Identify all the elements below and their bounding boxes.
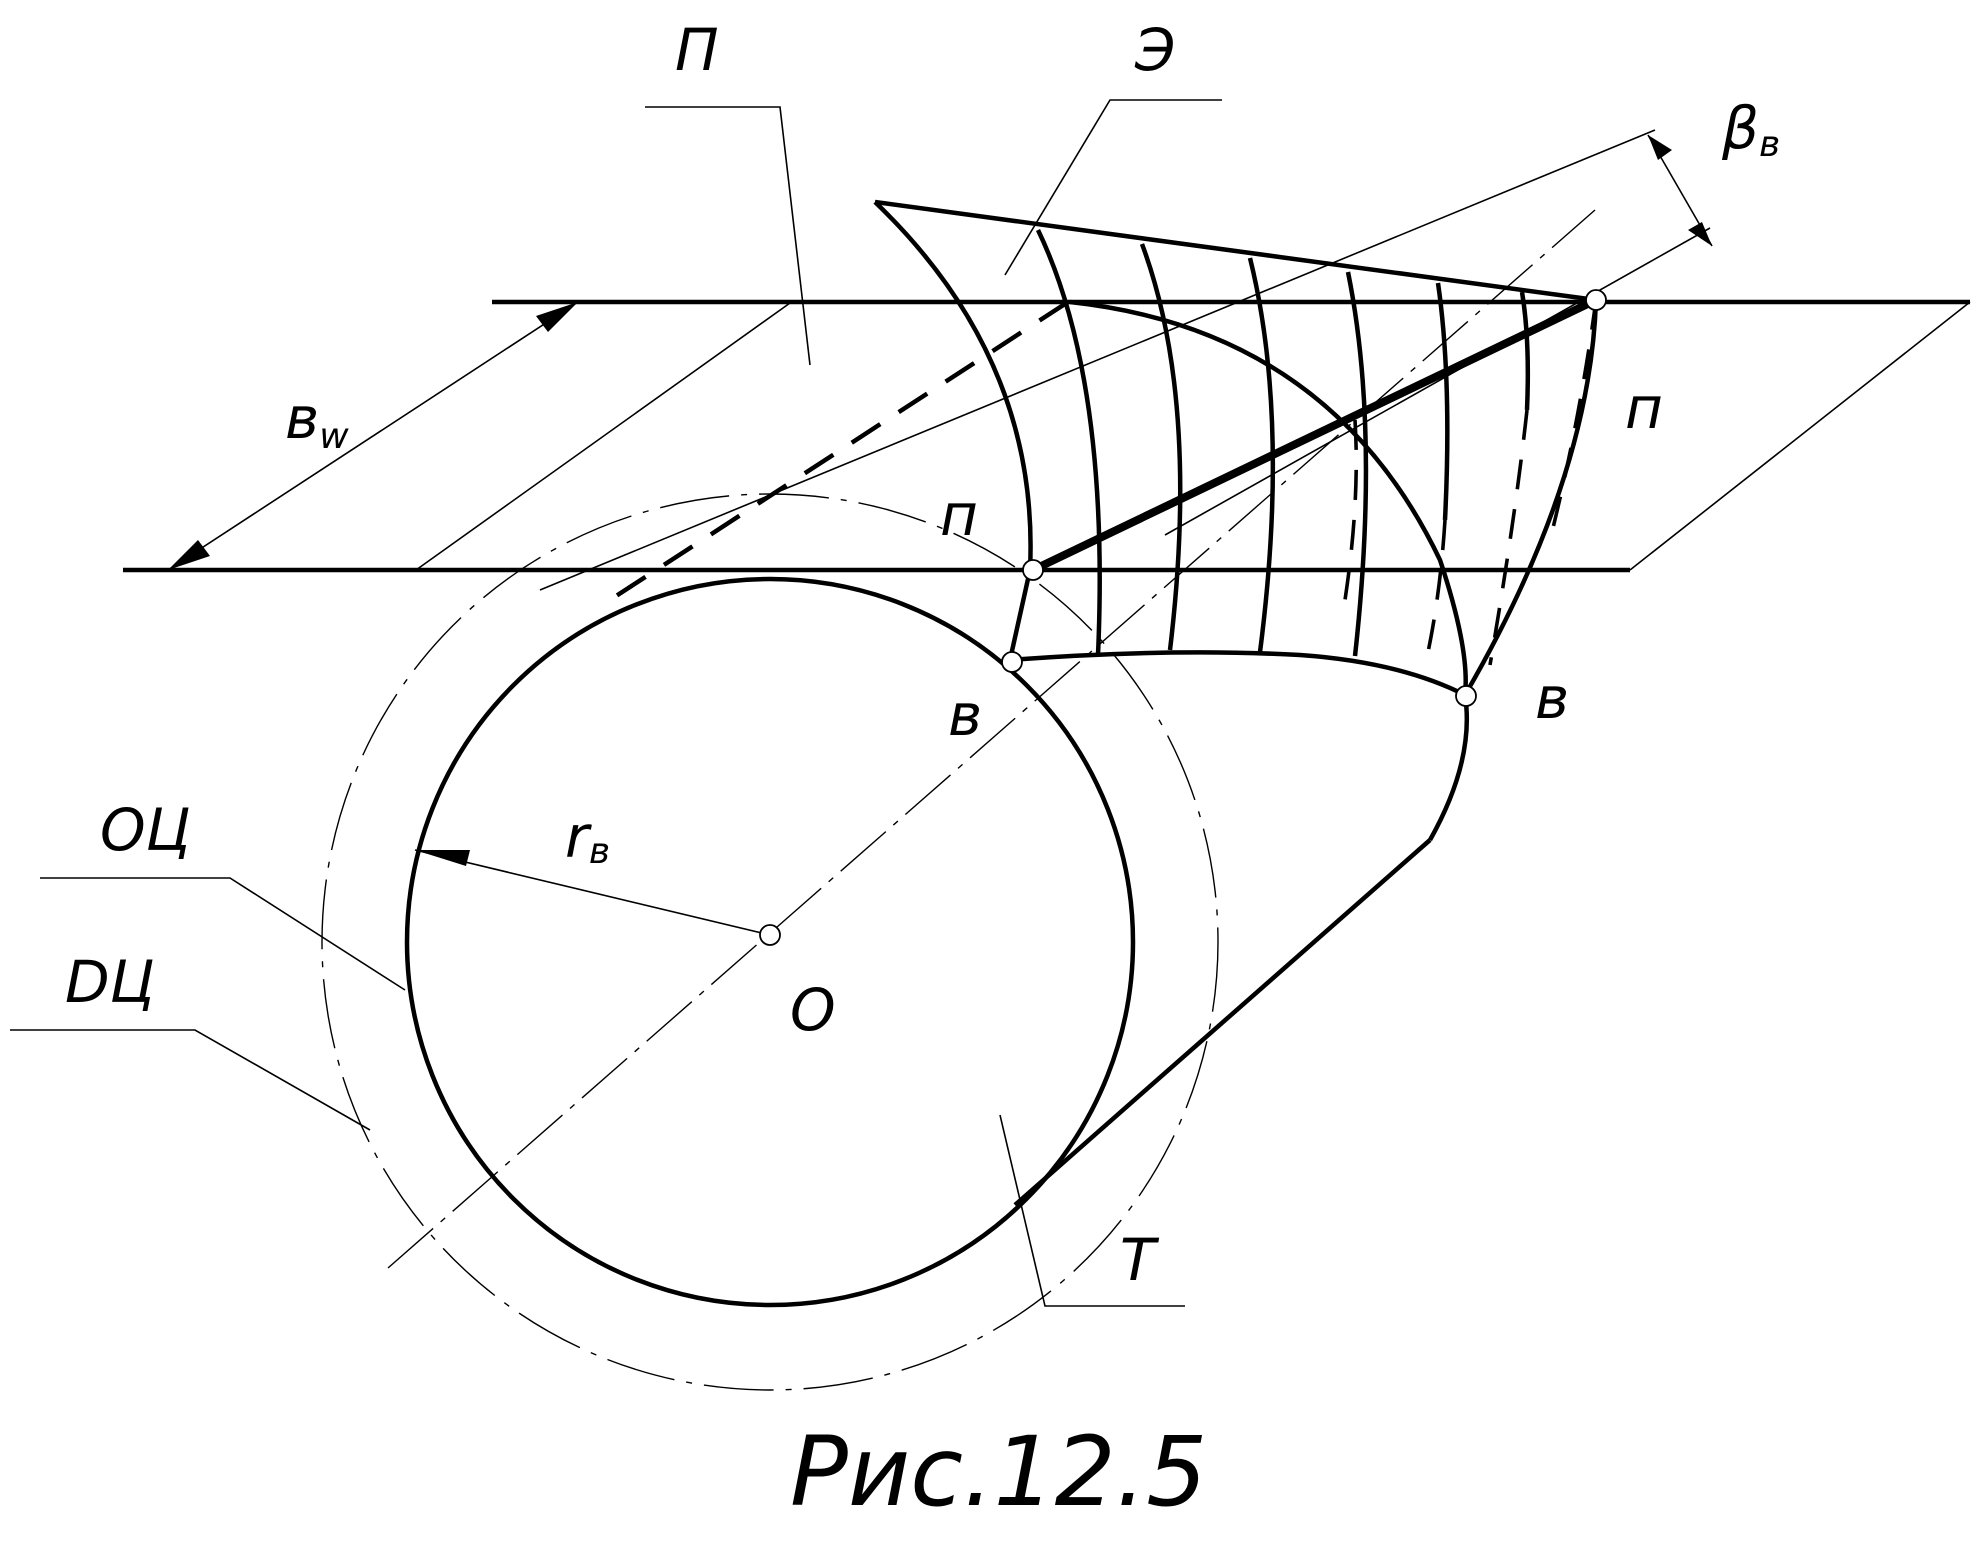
outer-circle (404, 576, 1136, 1308)
hidden-contact-line (608, 300, 1070, 602)
plane-right-edge (1629, 301, 1971, 571)
label-point-n-left: п (940, 481, 978, 549)
beta-arrow-upper (1648, 135, 1672, 160)
label-center-O: О (790, 976, 836, 1044)
main-axis-line (387, 209, 1596, 1269)
point-n-left (1022, 559, 1044, 581)
label-element-E: Э (1134, 16, 1176, 84)
helper-line-upper (539, 129, 1656, 591)
element-meridian-6-hidden (1488, 409, 1529, 666)
radius-line (414, 849, 771, 936)
point-b-right (1455, 685, 1477, 707)
body-right-lower (1013, 838, 1432, 1207)
element-meridian-1 (1035, 229, 1102, 656)
width-arrow-lower (168, 540, 210, 570)
element-meridian-4-hidden (1343, 419, 1359, 601)
width-dimension-line (167, 301, 579, 571)
leader-plane-P (645, 106, 811, 366)
label-plane-P: П (675, 16, 719, 84)
point-b-left (1001, 651, 1023, 673)
body-right-upper (1428, 694, 1470, 842)
label-circle-DC: DЦ (65, 948, 155, 1016)
figure-caption: Рис.12.5 (790, 1416, 1207, 1528)
contact-curve (1069, 299, 1468, 696)
label-body-T: Т (1120, 1226, 1160, 1294)
element-bottom-edge (1009, 650, 1467, 698)
leader-circle-DC (10, 1029, 371, 1131)
element-meridian-5-hidden (1423, 519, 1447, 667)
label-radius: rв (565, 803, 610, 872)
element-left-edge (873, 200, 1033, 661)
leader-circle-OC (40, 877, 406, 991)
element-meridian-5 (1435, 282, 1450, 521)
element-meridian-3 (1247, 257, 1276, 653)
point-n-right (1585, 289, 1607, 311)
leader-element-E (1004, 99, 1222, 276)
helper-line-lower (1164, 227, 1711, 536)
leader-body-T (999, 1114, 1185, 1307)
element-right-edge (1463, 299, 1599, 697)
beta-arrow-lower (1688, 222, 1712, 246)
element-meridian-6 (1519, 291, 1531, 411)
label-circle-OC: ОЦ (100, 796, 191, 864)
label-point-b-left: в (948, 681, 982, 749)
element-meridian-4 (1345, 271, 1369, 657)
element-meridian-7-hidden (1548, 299, 1598, 541)
label-point-n-right: п (1625, 374, 1663, 442)
width-arrow-upper (536, 302, 578, 332)
element-meridian-2 (1139, 243, 1183, 651)
label-width-bw: вw (285, 384, 349, 457)
radius-arrow (415, 850, 470, 866)
contact-line-nn (1029, 296, 1600, 574)
plane-left-edge (415, 302, 791, 571)
label-point-b-right: в (1535, 664, 1569, 732)
label-beta: βв (1721, 94, 1780, 165)
point-center-O (759, 924, 781, 946)
element-top-edge (874, 199, 1597, 303)
